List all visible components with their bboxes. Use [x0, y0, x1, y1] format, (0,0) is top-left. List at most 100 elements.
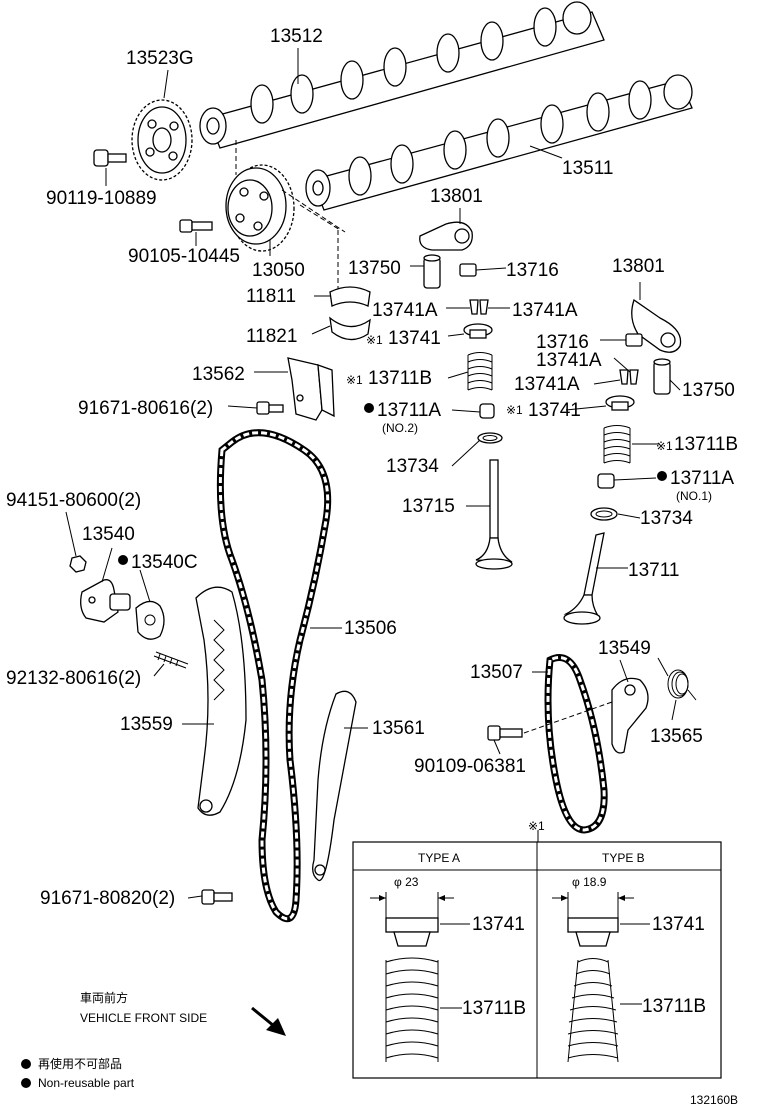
seat-right-drawing	[590, 507, 618, 521]
leader-lines	[65, 48, 681, 899]
bearing-upper-drawing	[329, 286, 371, 307]
label-13549: 13549	[598, 638, 651, 659]
inset-label-spring-b: 13711B	[642, 996, 706, 1017]
legend-dot-en	[21, 1078, 31, 1088]
bearing-lower-drawing	[329, 316, 371, 341]
non-reusable-dot-13540c	[118, 555, 128, 565]
lash-adjuster-upper-drawing	[423, 254, 441, 289]
legend-ja: 再使用不可部品	[38, 1056, 122, 1071]
label-13506: 13506	[344, 618, 397, 639]
label-13741-right: 13741	[528, 400, 581, 421]
chain-damper-main-drawing	[312, 690, 357, 882]
inset-spring-b	[567, 958, 619, 1063]
chain-damper-no2-drawing	[287, 357, 335, 421]
label-11811: 11811	[246, 286, 296, 307]
mark-kome1-retainer-right: ※1	[506, 403, 523, 417]
legend-en: Non-reusable part	[38, 1076, 135, 1090]
non-reusable-dot-13711a-no1	[657, 471, 667, 481]
label-92132-80616: 92132-80616(2)	[6, 668, 141, 689]
direction-arrow-icon	[251, 1006, 286, 1036]
sprocket-bolt-drawing	[93, 149, 127, 167]
arm-spring-drawing	[657, 657, 697, 701]
label-13711: 13711	[628, 560, 679, 581]
inset-retainer-a	[385, 917, 439, 933]
label-no1-note: (NO.1)	[676, 489, 712, 503]
seat-upper-drawing	[477, 432, 503, 444]
label-13741a-upper-right: 13741A	[512, 300, 578, 321]
oil-seal-no1-drawing	[597, 473, 615, 489]
label-13750-upper: 13750	[348, 258, 401, 279]
tensioner-drawing	[80, 579, 131, 623]
tensioner-stud-drawing	[153, 651, 189, 669]
figure-id: 132160B	[690, 1093, 738, 1107]
non-reusable-dot-13711a-no2	[364, 403, 374, 413]
label-13507: 13507	[470, 662, 523, 683]
damper-bolt-drawing	[256, 401, 284, 415]
label-13734-upper: 13734	[386, 456, 439, 477]
tensioner-nut-drawing	[69, 555, 87, 573]
keepers-right-drawing	[619, 369, 639, 385]
vvt-bolt-drawing	[179, 219, 213, 233]
label-91671-80820: 91671-80820(2)	[40, 888, 175, 909]
retainer-upper-drawing	[463, 323, 493, 339]
lash-adjuster-right-drawing	[653, 358, 671, 395]
stem-cap-right-drawing	[625, 333, 643, 347]
label-13716-right: 13716	[536, 332, 589, 353]
label-90109-06381: 90109-06381	[414, 756, 526, 777]
label-13741a-upper-left: 13741A	[372, 300, 438, 321]
inset-type-a: TYPE A	[418, 851, 460, 865]
mark-kome1-spring-right: ※1	[656, 439, 673, 453]
inset-dim-b: φ 18.9	[572, 875, 607, 889]
inset-label-retainer-b: 13741	[652, 914, 705, 935]
intake-valve-drawing	[563, 532, 605, 625]
label-13540: 13540	[82, 524, 135, 545]
label-13512: 13512	[270, 26, 323, 47]
label-13741a-right-1: 13741A	[536, 350, 602, 371]
label-90119-10889: 90119-10889	[46, 188, 157, 209]
inset-retainer-b	[567, 917, 619, 933]
direction-en: VEHICLE FRONT SIDE	[80, 1011, 207, 1025]
label-13734-right: 13734	[640, 508, 693, 529]
legend-dot-ja	[21, 1059, 31, 1069]
camshaft-no2-drawing	[199, 1, 605, 149]
label-94151-80600: 94151-80600(2)	[6, 490, 141, 511]
label-11821: 11821	[246, 326, 297, 347]
label-13511: 13511	[562, 158, 613, 179]
arm-bolt-drawing	[487, 725, 523, 741]
label-13716-upper: 13716	[506, 260, 559, 281]
oil-seal-no2-drawing	[479, 403, 495, 419]
label-13523g: 13523G	[126, 48, 194, 69]
inset-dim-a: φ 23	[394, 875, 419, 889]
rocker-arm-upper-drawing	[419, 221, 473, 251]
exhaust-valve-drawing	[475, 459, 513, 570]
spring-right-drawing	[603, 425, 631, 464]
label-13801-upper: 13801	[430, 186, 483, 207]
label-13565: 13565	[650, 726, 703, 747]
label-no2-note: (NO.2)	[382, 421, 418, 435]
spring-upper-drawing	[467, 352, 493, 391]
label-91671-80616: 91671-80616(2)	[78, 398, 213, 419]
mark-kome1-inset: ※1	[528, 819, 545, 833]
label-13711b-right: 13711B	[674, 434, 738, 455]
label-13050: 13050	[252, 260, 305, 281]
label-90105-10445: 90105-10445	[128, 246, 240, 267]
inset-label-retainer-a: 13741	[472, 914, 525, 935]
part-labels: 13512 13523G 90119-10889 13511 90105-104…	[6, 26, 738, 909]
label-13711a-no1: 13711A	[670, 468, 734, 489]
direction-ja: 車両前方	[80, 990, 128, 1005]
label-13711a-no2: 13711A	[377, 400, 441, 421]
label-13559: 13559	[120, 714, 173, 735]
timing-chain-drawing	[216, 429, 332, 923]
main-bolt-drawing	[201, 889, 233, 905]
label-13561: 13561	[372, 718, 425, 739]
mark-kome1-spring-upper: ※1	[346, 373, 363, 387]
inset-box: TYPE A TYPE B φ 23 13741 13711B φ 18.9	[352, 841, 722, 1079]
stem-cap-upper-drawing	[459, 263, 477, 277]
rocker-arm-right-drawing	[631, 298, 682, 353]
cam-sprocket-drawing	[131, 99, 193, 181]
tensioner-arm-drawing	[611, 677, 649, 754]
inset-label-spring-a: 13711B	[462, 998, 526, 1019]
label-13741a-right-2: 13741A	[514, 374, 580, 395]
label-13801-right: 13801	[612, 256, 665, 277]
